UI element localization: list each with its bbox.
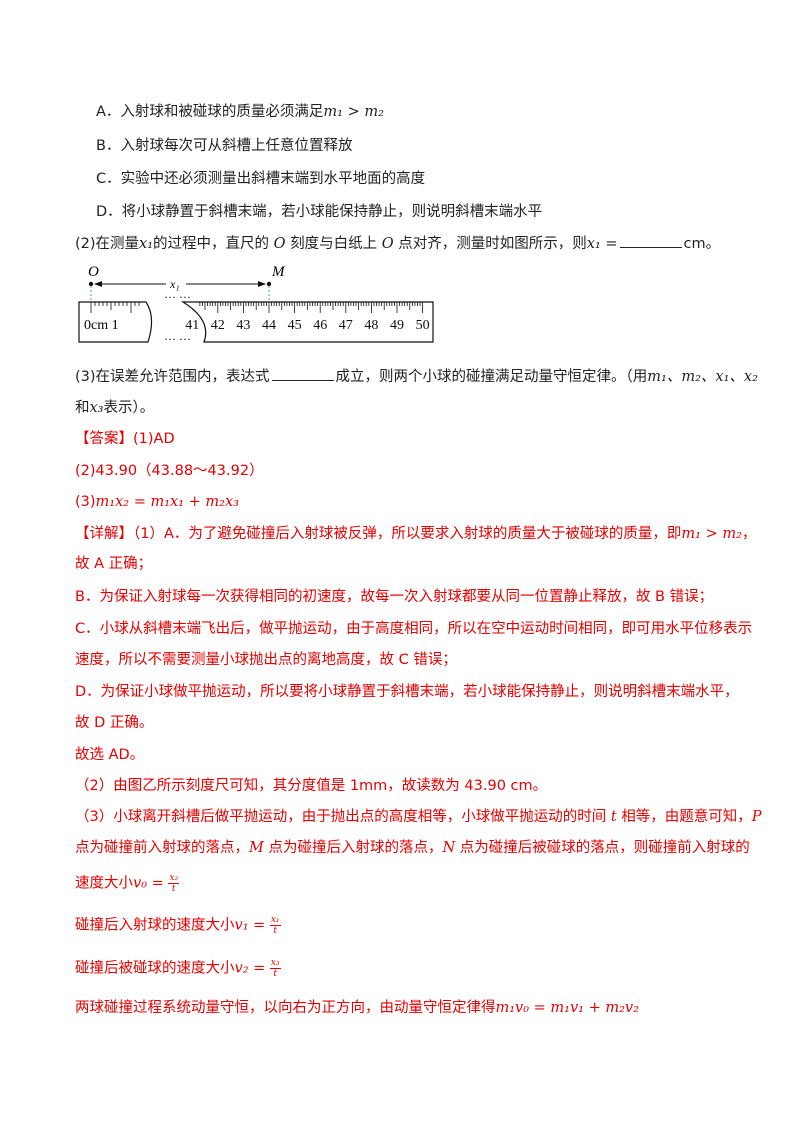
dots-bottom: … …: [164, 329, 191, 343]
option-c: C．实验中还必须测量出斜槽末端到水平地面的高度: [96, 171, 426, 187]
arrow-right-head: [258, 281, 266, 287]
detail-line-9: （2）由图乙所示刻度尺可知，其分度值是 1mm，故读数为 43.90 cm。: [75, 778, 548, 794]
detail-line-5: 速度，所以不需要测量小球抛出点的离地高度，故 C 错误；: [75, 652, 457, 668]
answer-blank-x1[interactable]: [619, 233, 682, 248]
ruler-right-piece: [180, 301, 434, 343]
question-3-line1: (3)在误差允许范围内，表达式成立，则两个小球的碰撞满足动量守恒定律。（用m₁、…: [75, 366, 758, 387]
ruler-left-piece: [78, 301, 153, 343]
question-3-line2: 和x₃表示）。: [75, 400, 155, 416]
detail-line-15: 两球碰撞过程系统动量守恒，以向右为正方向，由动量守恒定律得m₁v₀ = m₁v₁…: [75, 1000, 639, 1016]
ruler-tick-label: 41: [185, 318, 199, 333]
detail-line-4: C．小球从斜槽末端飞出后，做平抛运动，由于高度相同，所以在空中运动时间相同，即可…: [75, 621, 753, 637]
detail-line-7: 故 D 正确。: [75, 715, 154, 731]
detail-line-10: （3）小球离开斜槽后做平抛运动，由于抛出点的高度相等，小球做平抛运动的时间 t …: [75, 809, 762, 825]
detail-line-11: 点为碰撞前入射球的落点，M 点为碰撞后入射球的落点，N 点为碰撞后被碰球的落点，…: [75, 840, 750, 856]
ruler-start-label: 0cm 1: [84, 318, 119, 333]
answer-3: (3)m₁x₂ = m₁x₁ + m₂x₃: [75, 494, 239, 510]
ruler-tick-label: 43: [236, 318, 250, 333]
ruler-tick-label: 46: [313, 318, 327, 333]
point-o: [88, 281, 94, 287]
answer-1: 【答案】(1)AD: [75, 431, 175, 447]
question-2: (2)在测量x₁的过程中，直尺的 O 刻度与白纸上 O 点对齐，测量时如图所示，…: [75, 233, 720, 254]
ruler-tick-label: 42: [211, 318, 225, 333]
detail-line-2: 故 A 正确；: [75, 556, 153, 572]
ruler-figure: O M x₁ 0cm 1 … … … … 41 42 43 44 45 46 47 48 49 5…: [78, 264, 434, 343]
arrow-left-head: [94, 281, 102, 287]
dots-top: … …: [164, 287, 191, 301]
option-b: B．入射球每次可从斜槽上任意位置释放: [96, 138, 353, 154]
ruler-tick-label: 45: [288, 318, 302, 333]
ruler-tick-label: 50: [416, 318, 430, 333]
label-m: M: [271, 264, 286, 280]
detail-line-6: D．为保证小球做平抛运动，所以要将小球静置于斜槽末端，若小球能保持静止，则说明斜…: [75, 684, 739, 700]
ruler-tick-label: 44: [262, 318, 276, 333]
detail-line-8: 故选 AD。: [75, 747, 145, 763]
detail-line-3: B．为保证入射球每一次获得相同的初速度，故每一次入射球都要从同一位置静止释放，故…: [75, 589, 714, 605]
detail-line-1: 【详解】（1）A．为了避免碰撞后入射球被反弹，所以要求入射球的质量大于被碰球的质…: [75, 526, 757, 542]
label-x1: x₁: [169, 277, 180, 291]
label-o: O: [88, 264, 99, 280]
ruler-tick-label: 49: [390, 318, 404, 333]
option-d: D．将小球静置于斜槽末端，若小球能保持静止，则说明斜槽末端水平: [96, 204, 543, 220]
answer-blank-expression[interactable]: [271, 366, 334, 381]
ruler-right-labels: 41 42 43 44 45 46 47 48 49 50: [185, 318, 429, 333]
option-a: A．入射球和被碰球的质量必须满足m₁ > m₂: [96, 104, 384, 120]
point-m: [266, 281, 272, 287]
ruler-tick-label: 47: [339, 318, 353, 333]
ruler-left-ticks: [90, 302, 140, 313]
ruler-right-ticks: [199, 302, 424, 313]
answer-2: (2)43.90（43.88～43.92）: [75, 463, 264, 479]
ruler-tick-label: 48: [364, 318, 378, 333]
